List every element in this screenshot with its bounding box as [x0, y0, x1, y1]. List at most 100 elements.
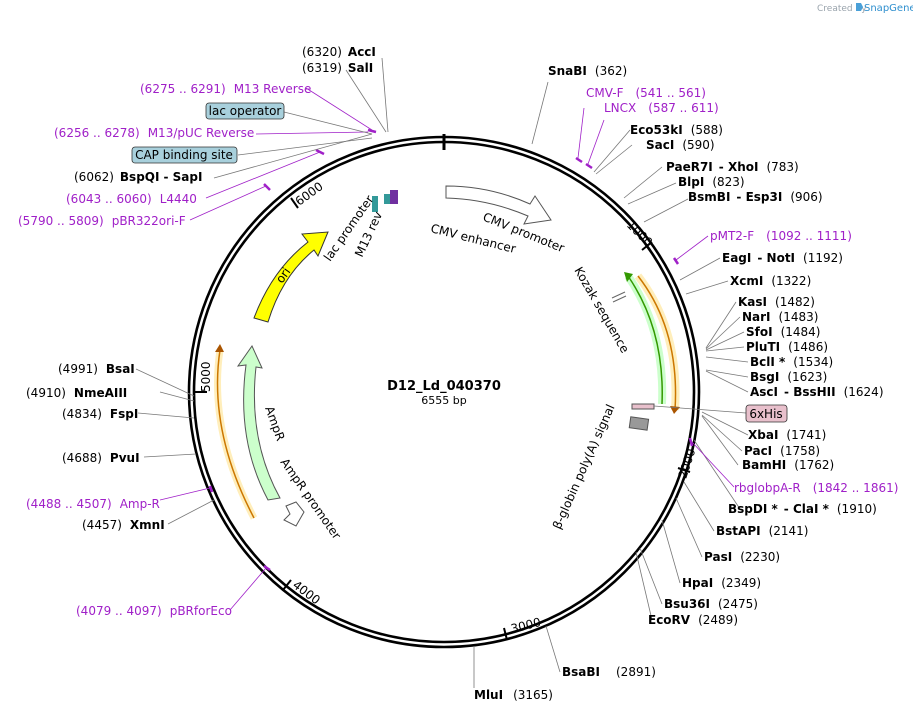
orf-orange-outline[interactable]	[637, 275, 677, 411]
ampr-promoter-label: AmpR promoter	[278, 456, 344, 542]
plasmid-name: D12_Ld_040370	[387, 379, 501, 394]
site-label[interactable]: NarI(1483)	[742, 310, 818, 324]
site-label[interactable]: SnaBI(362)	[548, 64, 627, 78]
site-label[interactable]: AscI- BssHII(1624)	[750, 385, 884, 399]
cmv-enhancer-arrow[interactable]	[445, 185, 552, 225]
amp-primer-outline[interactable]	[216, 349, 255, 519]
site-label[interactable]: BsgI(1623)	[750, 370, 827, 384]
svg-text:SfoI(1484): SfoI(1484)	[746, 325, 820, 339]
site-label[interactable]: HpaI(2349)	[682, 576, 761, 590]
site-label[interactable]: (6062)BspQI- SapI	[74, 170, 202, 184]
plasmid-length: 6555 bp	[421, 394, 466, 407]
primer-label[interactable]: (6275 .. 6291)M13 Reverse	[140, 82, 311, 96]
primer-label[interactable]: rbglobpA-R(1842 .. 1861)	[734, 481, 898, 495]
svg-text:BsmBI- Esp3I(906): BsmBI- Esp3I(906)	[688, 190, 823, 204]
svg-text:(6275 .. 6291)M13 Reverse: (6275 .. 6291)M13 Reverse	[140, 82, 311, 96]
primer-label[interactable]: (6256 .. 6278)M13/pUC Reverse	[54, 126, 254, 140]
svg-text:Eco53kI(588): Eco53kI(588)	[630, 123, 723, 137]
svg-text:AscI- BssHII(1624): AscI- BssHII(1624)	[750, 385, 884, 399]
site-label[interactable]: (4457)XmnI	[82, 518, 165, 532]
site-label[interactable]: (4688)PvuI	[62, 451, 140, 465]
site-label[interactable]: (4910)NmeAIII	[26, 386, 127, 400]
site-label[interactable]: PasI(2230)	[704, 550, 780, 564]
lac-promoter-feature[interactable]	[372, 196, 378, 212]
site-label[interactable]: Bsu36I(2475)	[664, 597, 758, 611]
svg-text:rbglobpA-R(1842 .. 1861): rbglobpA-R(1842 .. 1861)	[734, 481, 898, 495]
site-label[interactable]: (4991)BsaI	[58, 362, 135, 376]
svg-text:BspDI *- ClaI *(1910): BspDI *- ClaI *(1910)	[728, 502, 877, 516]
svg-text:EagI- NotI(1192): EagI- NotI(1192)	[722, 251, 843, 265]
svg-text:(6320)AccI: (6320)AccI	[302, 45, 376, 59]
svg-text:MluI(3165): MluI(3165)	[474, 688, 553, 702]
tick-5000: 5000	[199, 361, 213, 392]
primer-label[interactable]: (6043 .. 6060)L4440	[66, 192, 197, 206]
site-label[interactable]: BamHI(1762)	[742, 458, 834, 472]
svg-text:SacI(590): SacI(590)	[646, 138, 715, 152]
primer-label[interactable]: (5790 .. 5809)pBR322ori-F	[18, 214, 186, 228]
polya-feature[interactable]	[628, 416, 650, 431]
primer-label[interactable]: (4079 .. 4097)pBRforEco	[76, 604, 232, 618]
site-label[interactable]: BstAPI(2141)	[716, 524, 808, 538]
site-label[interactable]: Eco53kI(588)	[630, 123, 723, 137]
site-label[interactable]: PacI(1758)	[744, 444, 820, 458]
site-label[interactable]: (6320)AccI	[302, 45, 376, 59]
primer-leaders	[159, 87, 735, 611]
his-tag-box[interactable]: 6xHis	[745, 404, 788, 423]
svg-text:LNCX(587 .. 611): LNCX(587 .. 611)	[604, 101, 719, 115]
site-label[interactable]: BspDI *- ClaI *(1910)	[728, 502, 877, 516]
ori-arrow[interactable]	[253, 231, 329, 323]
lac-operator-box[interactable]: lac operator	[205, 102, 285, 120]
svg-text:PluTI(1486): PluTI(1486)	[746, 340, 828, 354]
site-label[interactable]: PaeR7I- XhoI(783)	[666, 160, 799, 174]
primer-label[interactable]: CMV-F(541 .. 561)	[586, 86, 706, 100]
ampr-arrow[interactable]	[236, 344, 281, 501]
kozak-mark	[611, 291, 626, 299]
site-label[interactable]: BsaBI(2891)	[562, 665, 656, 679]
primer-label[interactable]: LNCX(587 .. 611)	[604, 101, 719, 115]
svg-text:XcmI(1322): XcmI(1322)	[730, 274, 811, 288]
svg-text:NarI(1483): NarI(1483)	[742, 310, 818, 324]
his-tag-feature[interactable]	[631, 403, 655, 410]
site-label[interactable]: EcoRV(2489)	[648, 613, 738, 627]
svg-text:(6062)BspQI- SapI: (6062)BspQI- SapI	[74, 170, 202, 184]
primer-label[interactable]: (4488 .. 4507)Amp-R	[26, 497, 160, 511]
site-label[interactable]: BsmBI- Esp3I(906)	[688, 190, 823, 204]
svg-text:SnaBI(362): SnaBI(362)	[548, 64, 627, 78]
site-label[interactable]: MluI(3165)	[474, 688, 553, 702]
svg-text:BstAPI(2141): BstAPI(2141)	[716, 524, 808, 538]
svg-text:PaeR7I- XhoI(783): PaeR7I- XhoI(783)	[666, 160, 799, 174]
tick-4000: 4000	[290, 578, 323, 608]
site-label[interactable]: EagI- NotI(1192)	[722, 251, 843, 265]
m13-rev-feature[interactable]	[390, 190, 398, 204]
site-label[interactable]: (6319)SalI	[302, 61, 373, 75]
site-label[interactable]: XbaI(1741)	[748, 428, 826, 442]
tick-2000: 2000	[676, 447, 699, 480]
svg-text:EcoRV(2489): EcoRV(2489)	[648, 613, 738, 627]
svg-text:(5790 .. 5809)pBR322ori-F: (5790 .. 5809)pBR322ori-F	[18, 214, 186, 228]
svg-text:BsgI(1623): BsgI(1623)	[750, 370, 827, 384]
svg-text:(4688)PvuI: (4688)PvuI	[62, 451, 140, 465]
svg-text:HpaI(2349): HpaI(2349)	[682, 576, 761, 590]
orf-green-fill	[624, 273, 667, 405]
site-label[interactable]: SfoI(1484)	[746, 325, 820, 339]
svg-text:BamHI(1762): BamHI(1762)	[742, 458, 834, 472]
site-label[interactable]: KasI(1482)	[738, 295, 815, 309]
site-label[interactable]: (4834)FspI	[62, 407, 138, 421]
site-label[interactable]: PluTI(1486)	[746, 340, 828, 354]
credit-text: Created by	[817, 4, 867, 14]
svg-text:KasI(1482): KasI(1482)	[738, 295, 815, 309]
primer-label[interactable]: pMT2-F(1092 .. 1111)	[710, 229, 852, 243]
svg-text:(4991)BsaI: (4991)BsaI	[58, 362, 135, 376]
orf-green-outline[interactable]	[627, 275, 663, 405]
site-label[interactable]: SacI(590)	[646, 138, 715, 152]
site-label[interactable]: BclI *(1534)	[750, 355, 833, 369]
kozak-label: Kozak sequence	[571, 265, 632, 356]
ampr-promoter-arrow[interactable]	[283, 501, 305, 527]
site-label[interactable]: BlpI(823)	[678, 175, 745, 189]
svg-text:(4834)FspI: (4834)FspI	[62, 407, 138, 421]
site-label[interactable]: XcmI(1322)	[730, 274, 811, 288]
svg-text:PacI(1758): PacI(1758)	[744, 444, 820, 458]
cap-binding-site-box[interactable]: CAP binding site	[131, 146, 238, 164]
svg-text:BsaBI(2891): BsaBI(2891)	[562, 665, 656, 679]
